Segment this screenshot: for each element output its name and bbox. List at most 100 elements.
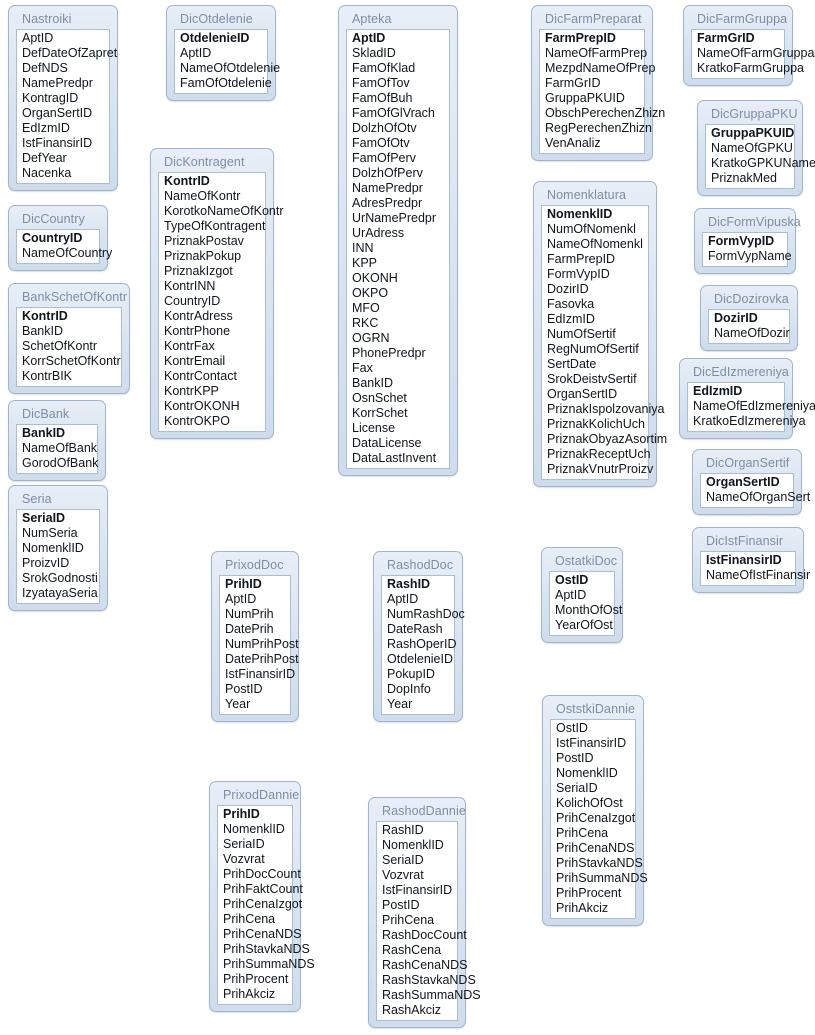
entity-field[interactable]: KontrAdress [164, 309, 233, 323]
entity-field[interactable]: UrNamePredpr [352, 211, 437, 225]
entity-field[interactable]: PrihDocCount [223, 867, 301, 881]
entity-field[interactable]: PostID [382, 898, 420, 912]
entity-field[interactable]: SrokGodnosti [22, 571, 98, 585]
entity-field[interactable]: DopInfo [387, 682, 431, 696]
entity-field[interactable]: PriznakPostav [164, 234, 244, 248]
entity-field[interactable]: DatePrih [225, 622, 274, 636]
entity-field[interactable]: KorotkoNameOfKontr [164, 204, 284, 218]
entity-field[interactable]: SkladID [352, 46, 396, 60]
entity-field[interactable]: PrihAkciz [556, 901, 609, 915]
primary-key-field[interactable]: KontrID [164, 174, 210, 188]
primary-key-field[interactable]: SeriaID [22, 511, 66, 525]
entity-field[interactable]: RashCenaNDS [382, 958, 468, 972]
entity-field[interactable]: VenAnaliz [545, 136, 601, 150]
entity-field[interactable]: FarmGrID [545, 76, 601, 90]
entity-field[interactable]: AptID [225, 592, 257, 606]
entity-field[interactable]: ObschPerechenZhizn [545, 106, 666, 120]
entity-field[interactable]: PokupID [387, 667, 435, 681]
entity-field[interactable]: SeriaID [223, 837, 265, 851]
entity-field[interactable]: DataLastInvent [352, 451, 437, 465]
entity-field[interactable]: Fax [352, 361, 373, 375]
entity-field[interactable]: OrganSertID [22, 106, 93, 120]
primary-key-field[interactable]: PrihID [225, 577, 262, 591]
entity-field[interactable]: NameOfFarmPrep [545, 46, 648, 60]
entity-field[interactable]: YearOfOst [555, 618, 613, 632]
entity-field[interactable]: AdresPredpr [352, 196, 423, 210]
entity-field[interactable]: PrihCenaNDS [223, 927, 302, 941]
entity-field[interactable]: KontrKPP [164, 384, 219, 398]
entity-field[interactable]: SertDate [547, 357, 597, 371]
entity-field[interactable]: NumPrih [225, 607, 274, 621]
entity-field[interactable]: RashCena [382, 943, 442, 957]
entity-field[interactable]: NameOfBank [22, 441, 98, 455]
entity-field[interactable]: NameOfGPKU [711, 141, 793, 155]
entity-field[interactable]: PrihStavkaNDS [223, 942, 310, 956]
entity-field[interactable]: GorodOfBank [22, 456, 99, 470]
entity-field[interactable]: PrihCena [382, 913, 435, 927]
entity-field[interactable]: IstFinansirID [556, 736, 627, 750]
entity-field[interactable]: Fasovka [547, 297, 595, 311]
entity-field[interactable]: SchetOfKontr [22, 339, 98, 353]
entity-field[interactable]: NumSeria [22, 526, 78, 540]
entity-field[interactable]: DolzhOfPerv [352, 166, 423, 180]
entity-field[interactable]: OstID [556, 721, 588, 735]
primary-key-field[interactable]: DozirID [714, 311, 758, 325]
entity-field[interactable]: KontrOKONH [164, 399, 240, 413]
entity-field[interactable]: KratkoEdIzmereniya [693, 414, 806, 428]
entity-field[interactable]: EdIzmID [22, 121, 70, 135]
entity-field[interactable]: BankID [22, 324, 63, 338]
entity-field[interactable]: Vozvrat [382, 868, 424, 882]
entity-field[interactable]: FamOfTov [352, 76, 410, 90]
entity-field[interactable]: FarmPrepID [547, 252, 616, 266]
entity-field[interactable]: KontrBIK [22, 369, 73, 383]
entity-field[interactable]: IzyatayaSeria [22, 586, 98, 600]
entity-field[interactable]: FamOfGlVrach [352, 106, 435, 120]
entity-field[interactable]: RashSummaNDS [382, 988, 481, 1002]
entity-field[interactable]: PrihAkciz [223, 987, 276, 1001]
entity-field[interactable]: RashAkciz [382, 1003, 442, 1017]
entity-field[interactable]: PrihFaktCount [223, 882, 303, 896]
entity-field[interactable]: EdIzmID [547, 312, 595, 326]
entity-field[interactable]: NameOfDozir [714, 326, 790, 340]
entity-field[interactable]: RKC [352, 316, 379, 330]
primary-key-field[interactable]: FarmGrID [697, 31, 755, 45]
primary-key-field[interactable]: FarmPrepID [545, 31, 616, 45]
entity-field[interactable]: INN [352, 241, 374, 255]
primary-key-field[interactable]: PrihID [223, 807, 260, 821]
entity-field[interactable]: DatePrihPost [225, 652, 299, 666]
entity-field[interactable]: OKPO [352, 286, 389, 300]
entity-field[interactable]: KorrSchet [352, 406, 408, 420]
entity-field[interactable]: NameOfOtdelenie [180, 61, 281, 75]
primary-key-field[interactable]: OrganSertID [706, 475, 780, 489]
entity-field[interactable]: ProizvID [22, 556, 70, 570]
entity-field[interactable]: PrihCenaNDS [556, 841, 635, 855]
entity-field[interactable]: NomenklID [223, 822, 285, 836]
primary-key-field[interactable]: EdIzmID [693, 384, 743, 398]
entity-field[interactable]: GruppaPKUID [545, 91, 625, 105]
entity-field[interactable]: FamOfKlad [352, 61, 416, 75]
entity-field[interactable]: OrganSertID [547, 387, 618, 401]
entity-field[interactable]: KontrEmail [164, 354, 226, 368]
entity-field[interactable]: RashID [382, 823, 424, 837]
entity-field[interactable]: FamOfBuh [352, 91, 413, 105]
entity-field[interactable]: KontrINN [164, 279, 216, 293]
entity-field[interactable]: RashDocCount [382, 928, 467, 942]
primary-key-field[interactable]: IstFinansirID [706, 553, 782, 567]
entity-field[interactable]: KontragID [22, 91, 79, 105]
entity-field[interactable]: FormVypName [708, 249, 792, 263]
entity-field[interactable]: PriznakPokup [164, 249, 242, 263]
entity-field[interactable]: NomenklID [382, 838, 444, 852]
entity-field[interactable]: RashOperID [387, 637, 457, 651]
entity-field[interactable]: NameOfEdIzmereniya [693, 399, 815, 413]
primary-key-field[interactable]: FormVypID [708, 234, 775, 248]
entity-field[interactable]: SeriaID [556, 781, 598, 795]
